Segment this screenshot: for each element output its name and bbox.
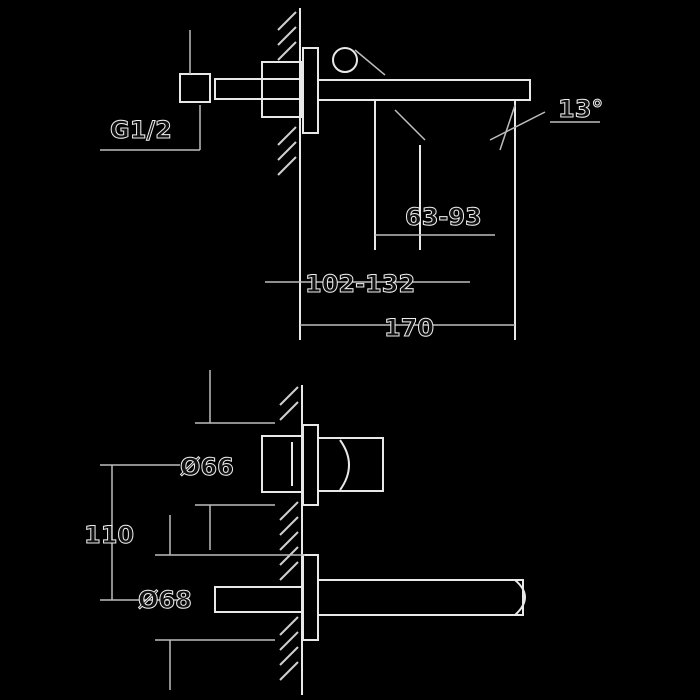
spout-plate [302, 554, 319, 641]
spout [317, 579, 524, 616]
handle-cap [317, 437, 384, 492]
dim-spacing: 110 [84, 521, 134, 549]
dim-spout-range: 63-93 [405, 203, 482, 231]
dim-projection-range: 102-132 [305, 270, 415, 298]
handle-plate [302, 424, 319, 506]
spout [317, 79, 531, 101]
handle-body [261, 435, 303, 493]
dia-handle: Ø66 [180, 453, 234, 481]
wall-hatch [279, 386, 299, 681]
front-view: Ø66 110 Ø68 [84, 370, 526, 695]
thread-label: G1/2 [110, 116, 172, 144]
inlet-connector [179, 73, 211, 103]
wall-hatch [277, 11, 297, 176]
mount-plate [302, 47, 319, 134]
angle-label: 13° [558, 95, 603, 123]
flange [261, 61, 303, 118]
spout-inlet [214, 586, 304, 613]
inlet-body [214, 78, 301, 100]
dia-spout: Ø68 [138, 586, 192, 614]
handle-knob [332, 47, 358, 73]
dim-total: 170 [384, 314, 434, 342]
top-view: G1/2 13° 63-93 102-132 170 [100, 8, 604, 343]
